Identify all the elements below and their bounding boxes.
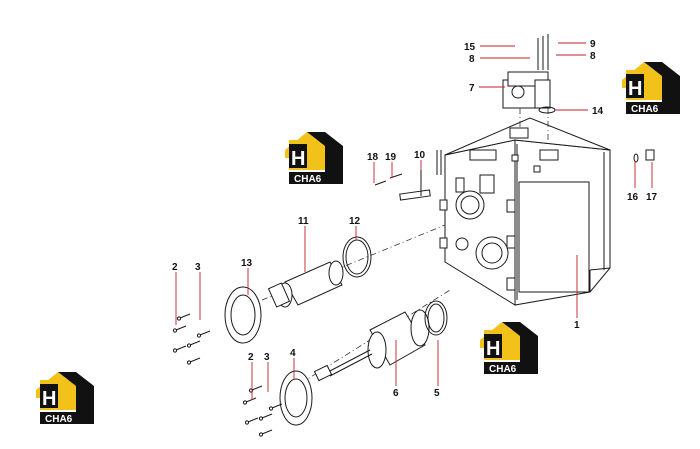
flange-cover-upper: [172, 286, 262, 365]
label-part-19: 19: [385, 152, 397, 163]
suction-filter: [289, 289, 451, 391]
logo-watermark-2: CHA6: [622, 62, 680, 115]
logo-watermark-3: CHA6: [480, 322, 538, 375]
label-part-17: 17: [646, 192, 658, 203]
leader-lines: [175, 42, 653, 400]
label-part-8-left: 8: [469, 54, 475, 65]
flange-cover-lower: [242, 370, 313, 437]
hydraulic-tank: [436, 117, 611, 306]
logo-watermark-4: CHA6: [36, 372, 94, 425]
label-part-8-right: 8: [590, 51, 596, 62]
pump-assembly: [502, 34, 556, 140]
label-part-2-lower: 2: [248, 352, 254, 363]
label-part-3-upper: 3: [195, 262, 201, 273]
part-labels: 1 2 3 13 2 3 4 5 6 11 12 18 19 10 7 15 8…: [172, 39, 658, 399]
label-part-4: 4: [290, 348, 296, 359]
label-part-14: 14: [592, 106, 604, 117]
label-part-7: 7: [469, 83, 475, 94]
logo-wordmark: CHA6: [294, 174, 322, 185]
label-part-1: 1: [574, 320, 580, 331]
label-part-15: 15: [464, 42, 476, 53]
label-part-12: 12: [349, 216, 361, 227]
return-filter: [261, 224, 446, 308]
bolt-set-upper: [374, 170, 431, 201]
label-part-9: 9: [590, 39, 596, 50]
logo-wordmark: CHA6: [45, 414, 73, 425]
label-part-3-lower: 3: [264, 352, 270, 363]
label-part-5: 5: [434, 388, 440, 399]
label-part-2-upper: 2: [172, 262, 178, 273]
label-part-11: 11: [298, 216, 309, 227]
logo-watermark-1: CHA6: [285, 132, 343, 185]
logo-wordmark: CHA6: [489, 364, 517, 375]
label-part-16: 16: [627, 192, 639, 203]
label-part-13: 13: [241, 258, 253, 269]
label-part-18: 18: [367, 152, 379, 163]
label-part-10: 10: [414, 150, 426, 161]
label-part-6: 6: [393, 388, 399, 399]
logo-wordmark: CHA6: [631, 104, 659, 115]
drain-plug: [633, 149, 655, 163]
